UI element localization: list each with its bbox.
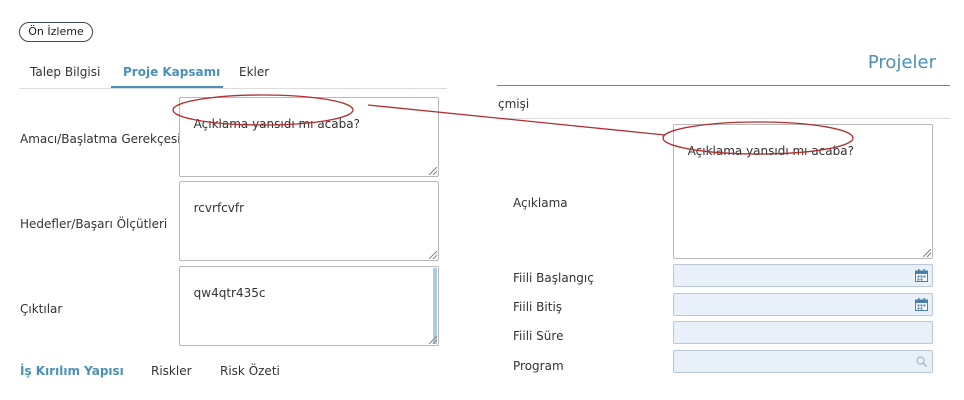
program-input[interactable]	[673, 350, 933, 373]
hedefler-textarea[interactable]: rcvrfcvfr	[179, 181, 439, 261]
tab-is-kirilim-yapisi[interactable]: İş Kırılım Yapısı	[20, 364, 124, 378]
field-label-program: Program	[513, 359, 564, 373]
resize-handle[interactable]	[429, 336, 437, 344]
tab-talep-bilgisi[interactable]: Talep Bilgisi	[30, 65, 101, 79]
field-label-fiili-baslangic: Fiili Başlangıç	[513, 271, 594, 285]
calendar-icon[interactable]	[915, 298, 928, 311]
resize-handle[interactable]	[429, 251, 437, 259]
tab-risk-ozeti[interactable]: Risk Özeti	[220, 364, 280, 378]
field-label-hedefler: Hedefler/Başarı Ölçütleri	[20, 217, 168, 231]
annotation-connector	[367, 104, 666, 136]
annotation-ellipse-right	[662, 121, 854, 155]
aciklama-textarea[interactable]: Açıklama yansıdı mı acaba?	[673, 124, 933, 259]
panel-title: Projeler	[867, 52, 936, 73]
fiili-bitis-input[interactable]	[673, 293, 933, 316]
tab-ekler[interactable]: Ekler	[239, 65, 270, 79]
calendar-icon[interactable]	[915, 269, 928, 282]
hedefler-textarea-value: rcvrfcvfr	[193, 201, 245, 215]
scrollbar[interactable]	[433, 268, 437, 344]
section-divider	[497, 118, 950, 119]
fiili-baslangic-input[interactable]	[673, 264, 933, 287]
tab-riskler[interactable]: Riskler	[151, 364, 192, 378]
ciktilar-textarea-value: qw4qtr435c	[193, 286, 266, 300]
field-label-aciklama: Açıklama	[513, 196, 568, 210]
panel-title-divider	[497, 85, 950, 86]
amaci-textarea[interactable]: Açıklama yansıdı mı acaba?	[179, 97, 439, 177]
preview-button[interactable]: Ön İzleme	[19, 22, 93, 42]
field-label-fiili-bitis: Fiili Bitiş	[513, 300, 563, 314]
field-label-fiili-sure: Fiili Süre	[513, 329, 564, 343]
active-tab-indicator	[111, 86, 223, 88]
resize-handle[interactable]	[923, 249, 931, 257]
field-label-amaci: Amacı/Başlatma Gerekçesi	[20, 132, 181, 146]
tab-proje-kapsami[interactable]: Proje Kapsamı	[123, 65, 221, 79]
resize-handle[interactable]	[429, 167, 437, 175]
tabs-divider	[19, 88, 447, 89]
field-label-ciktilar: Çıktılar	[20, 302, 63, 316]
ciktilar-textarea[interactable]: qw4qtr435c	[179, 266, 439, 346]
fiili-sure-input[interactable]	[673, 321, 933, 344]
partial-tab-label[interactable]: çmişi	[498, 97, 530, 111]
annotation-ellipse-left	[172, 94, 354, 126]
search-icon[interactable]	[916, 356, 927, 367]
